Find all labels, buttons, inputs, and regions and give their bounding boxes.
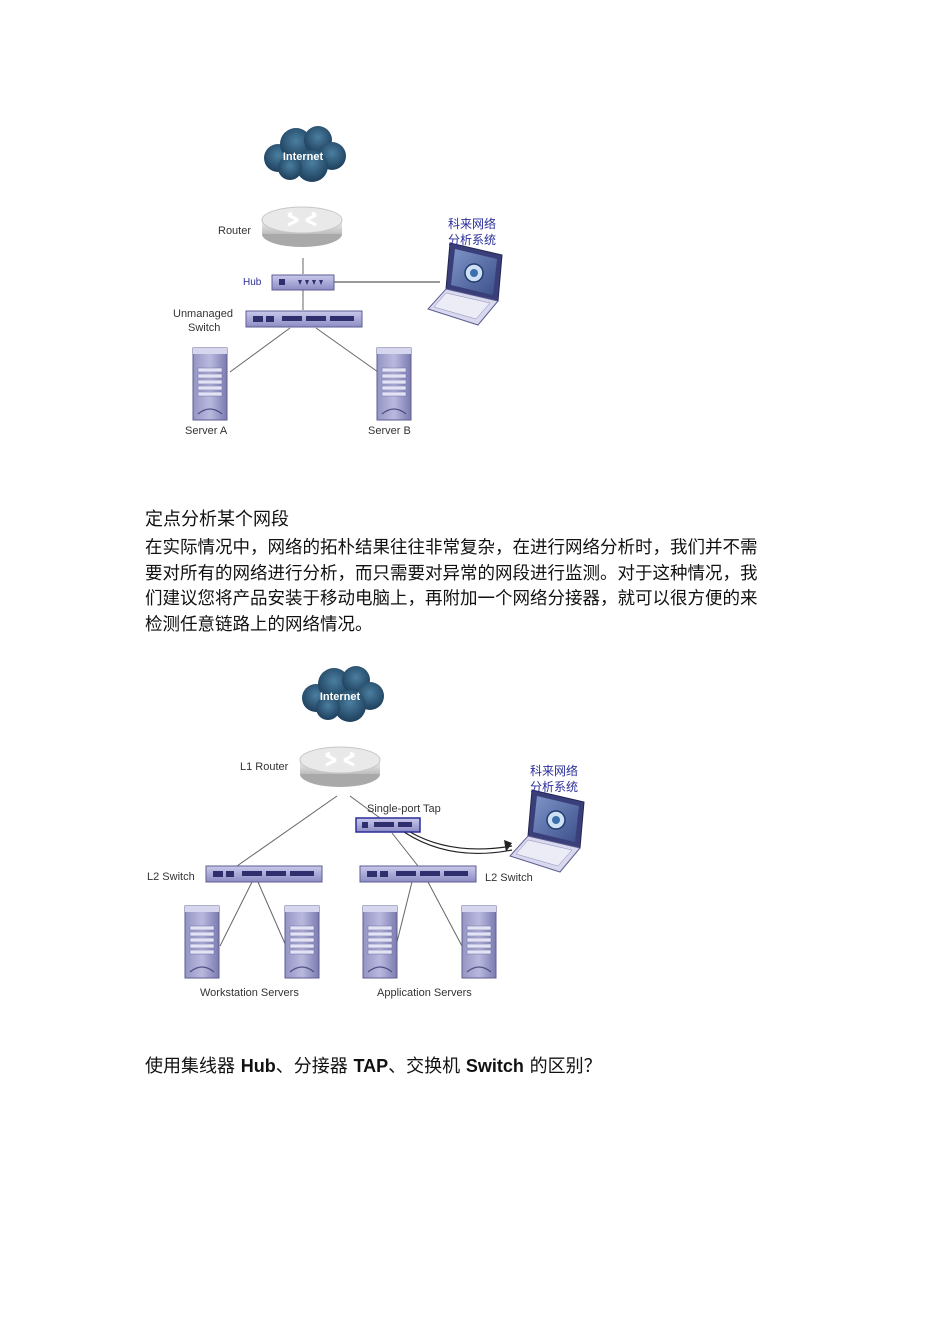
l1-router-label: L1 Router [240, 761, 289, 773]
question-part4: 的区别？ [529, 1056, 602, 1077]
section-title: 定点分析某个网段 [145, 509, 289, 530]
workstation-server-2-icon [284, 905, 320, 979]
question-tap: TAP [353, 1056, 389, 1076]
right-l2-switch-label: L2 Switch [485, 872, 533, 884]
paragraph-line: 在实际情况中，网络的拓朴结果往往非常复杂，在进行网络分析时，我们并不需 [145, 538, 758, 558]
question-switch: Switch [465, 1056, 524, 1076]
unmanaged-switch-label-line2: Switch [188, 322, 220, 334]
paragraph-line: 们建议您将产品安装于移动电脑上，再附加一个网络分接器，就可以很方便的来 [145, 589, 758, 609]
left-l2-switch-icon [205, 865, 323, 883]
workstation-server-1-icon [184, 905, 220, 979]
analyzer-label-2-line1: 科来网络 [530, 763, 578, 778]
hub-label: Hub [243, 277, 262, 288]
right-l2-switch-icon [359, 865, 477, 883]
tap-right-switch-link [391, 832, 419, 867]
router-left-switch-link [236, 795, 338, 867]
right-switch-server1-link [395, 881, 413, 947]
server-a-icon [192, 347, 228, 421]
question-hub: Hub [240, 1056, 276, 1076]
l1-router-icon [298, 745, 382, 789]
server-b-icon [376, 347, 412, 421]
diagram-1: Internet Router Hub Unmanaged Switch Ser… [173, 126, 503, 437]
tap-laptop-link-1 [403, 831, 513, 855]
router-icon [260, 205, 344, 249]
question-heading: 使用集线器 Hub、分接器 TAP、交换机 Switch 的区别？ [145, 1052, 602, 1078]
body-paragraph: 在实际情况中，网络的拓朴结果往往非常复杂，在进行网络分析时，我们并不需 要对所有… [145, 536, 815, 638]
left-switch-server1-link [219, 881, 253, 947]
analyzer-laptop-icon-2 [509, 789, 585, 873]
tap-laptop-link-2 [409, 831, 513, 850]
switch-server-a-link [229, 327, 291, 373]
question-part3: 、交换机 [388, 1056, 461, 1077]
server-b-label: Server B [368, 425, 411, 437]
question-part1: 使用集线器 [145, 1056, 235, 1077]
single-port-tap-icon [355, 817, 421, 833]
internet-label-2: Internet [320, 691, 361, 703]
left-switch-server2-link [257, 881, 287, 947]
paragraph-line: 检测任意链路上的网络情况。 [145, 614, 373, 635]
unmanaged-switch-icon [245, 310, 363, 328]
paragraph-line: 要对所有的网络进行分析，而只需要对异常的网段进行监测。对于这种情况，我 [145, 563, 758, 584]
application-server-2-icon [461, 905, 497, 979]
server-a-label: Server A [185, 425, 228, 437]
workstation-servers-label: Workstation Servers [200, 987, 299, 999]
diagram-2: Internet L1 Router Single-port Tap L2 Sw… [147, 666, 585, 999]
router-label: Router [218, 225, 251, 237]
application-server-1-icon [362, 905, 398, 979]
tap-label: Single-port Tap [367, 803, 441, 815]
tap-laptop-arrow [504, 840, 512, 852]
hub-icon [271, 274, 335, 291]
right-switch-server2-link [427, 881, 463, 947]
switch-server-b-link [315, 327, 379, 373]
analyzer-label-line1: 科来网络 [448, 216, 496, 231]
left-l2-switch-label: L2 Switch [147, 871, 195, 883]
application-servers-label: Application Servers [377, 987, 472, 999]
internet-label: Internet [283, 151, 324, 163]
analyzer-laptop-icon [427, 242, 503, 326]
question-part2: 、分接器 [275, 1056, 348, 1077]
analyzer-label-line2: 分析系统 [448, 233, 496, 247]
unmanaged-switch-label-line1: Unmanaged [173, 308, 233, 320]
router-tap-link [349, 795, 381, 819]
analyzer-label-2-line2: 分析系统 [530, 780, 578, 794]
